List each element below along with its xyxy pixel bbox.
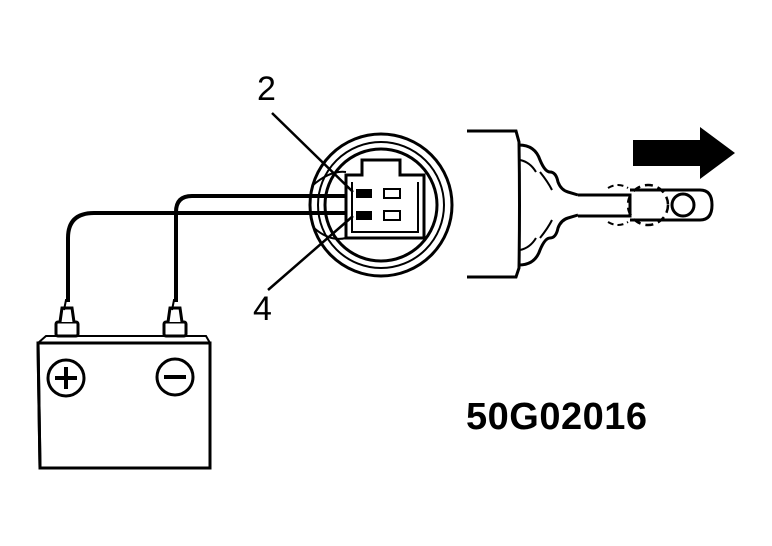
figure-code: 50G02016 [466, 396, 648, 438]
minus-icon [155, 357, 195, 397]
jumper-wires [66, 194, 348, 302]
pin-leader-lines [267, 112, 354, 291]
pin-2-label: 2 [257, 70, 276, 108]
plus-icon [46, 358, 86, 398]
negative-terminal [162, 299, 188, 338]
battery-icon [36, 299, 212, 470]
arrow-right-icon [633, 127, 735, 179]
pin-4-label: 4 [253, 290, 272, 328]
positive-terminal [54, 299, 80, 338]
connector-icon [308, 132, 454, 278]
actuator-icon [467, 129, 714, 279]
